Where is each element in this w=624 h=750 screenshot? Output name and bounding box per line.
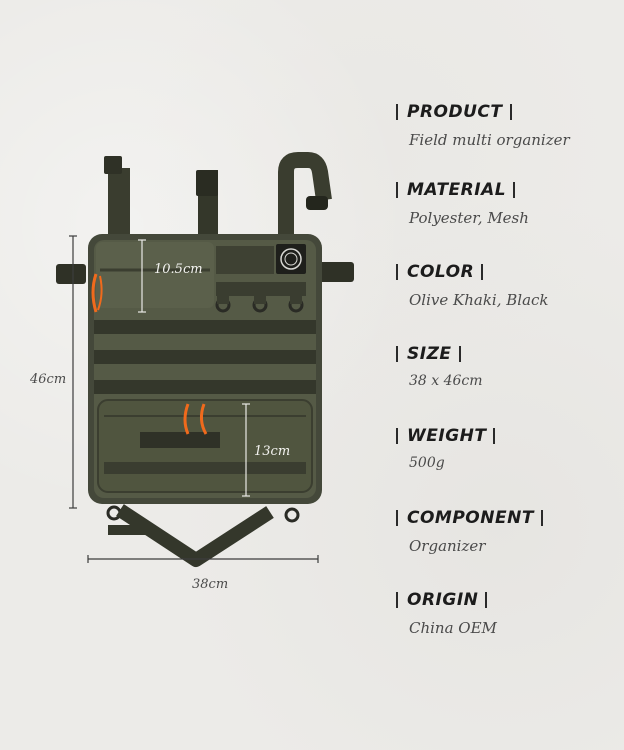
spec-size: SIZE 38 x 46cm xyxy=(396,344,483,389)
divider-bar xyxy=(458,346,461,362)
spec-value: 38 x 46cm xyxy=(409,373,483,389)
top-pocket-dimension-label: 10.5cm xyxy=(154,262,203,277)
spec-label: WEIGHT xyxy=(407,426,487,446)
spec-material: MATERIAL Polyester, Mesh xyxy=(396,180,529,227)
spec-value: Field multi organizer xyxy=(409,131,570,149)
spec-weight: WEIGHT 500g xyxy=(396,426,496,471)
spec-label: PRODUCT xyxy=(407,102,503,122)
top-straps xyxy=(104,152,332,240)
spec-value: Olive Khaki, Black xyxy=(409,291,549,309)
divider-bar xyxy=(396,592,398,608)
bottom-pocket-dimension-label: 13cm xyxy=(254,444,291,459)
spec-value: 500g xyxy=(409,455,445,471)
divider-bar xyxy=(481,264,484,280)
divider-bar xyxy=(396,104,398,120)
divider-bar xyxy=(396,264,398,280)
divider-bar xyxy=(485,592,488,608)
spec-label: COMPONENT xyxy=(407,508,534,528)
divider-bar xyxy=(513,182,516,198)
divider-bar xyxy=(396,182,398,198)
spec-label: MATERIAL xyxy=(407,180,507,200)
height-dimension-label: 46cm xyxy=(30,372,67,387)
width-dimension-label: 38cm xyxy=(192,577,229,592)
spec-value: China OEM xyxy=(409,619,497,637)
spec-label: SIZE xyxy=(407,344,452,364)
divider-bar xyxy=(493,428,496,444)
spec-label: ORIGIN xyxy=(407,590,479,610)
divider-bar xyxy=(509,104,512,120)
spec-color: COLOR Olive Khaki, Black xyxy=(396,262,549,309)
spec-product: PRODUCT Field multi organizer xyxy=(396,102,570,149)
spec-value: Organizer xyxy=(409,537,486,555)
spec-origin: ORIGIN China OEM xyxy=(396,590,497,637)
spec-label: COLOR xyxy=(407,262,475,282)
spec-value: Polyester, Mesh xyxy=(409,209,529,227)
divider-bar xyxy=(396,510,398,526)
divider-bar xyxy=(396,428,398,444)
divider-bar xyxy=(540,510,543,526)
divider-bar xyxy=(396,346,398,362)
spec-component: COMPONENT Organizer xyxy=(396,508,543,555)
